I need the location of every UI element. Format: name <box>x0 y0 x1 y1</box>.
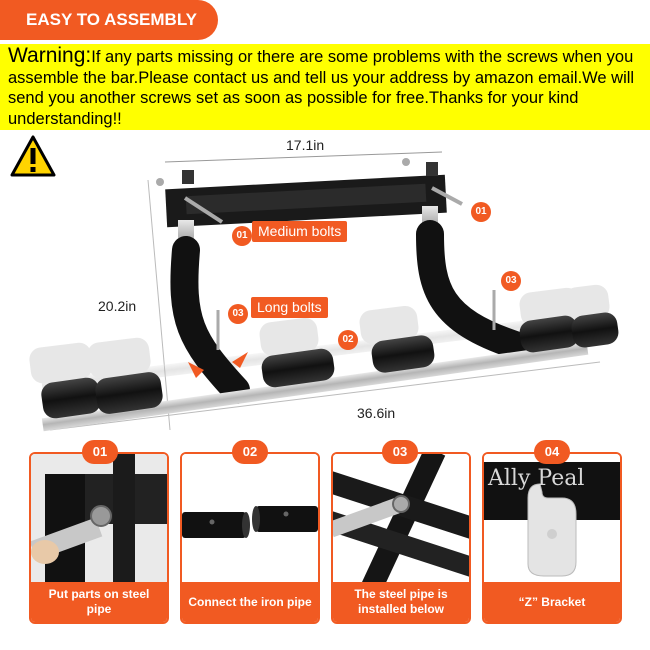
step-1-photo <box>31 454 167 582</box>
callout-medium-bolts: Medium bolts <box>252 221 348 242</box>
step-number: 03 <box>382 440 418 464</box>
step-3-photo <box>333 454 469 582</box>
step-4-photo: Ally Peal <box>484 454 620 582</box>
step-panel-4: Ally Peal “Z” Bracket <box>482 452 622 624</box>
callout-number: 03 <box>228 304 248 324</box>
step-1-caption: Put parts on steel pipe <box>31 582 167 622</box>
step-3-caption: The steel pipe is installed below <box>333 582 469 622</box>
pullup-bar-illustration <box>29 151 619 432</box>
warning-text: If any parts missing or there are some p… <box>8 48 635 128</box>
dimension-width-top: 17.1in <box>286 137 325 153</box>
callout-number: 03 <box>501 271 521 291</box>
step-panel-1: Put parts on steel pipe <box>29 452 169 624</box>
step-number: 02 <box>232 440 268 464</box>
step-number: 01 <box>82 440 118 464</box>
callout-number: 02 <box>338 330 358 350</box>
pullup-bar-diagram: 17.1in 20.2in 36.6in 01 Medium bolts 01 … <box>0 137 650 440</box>
bracket-print-text: Ally Peal <box>488 466 585 491</box>
callout-long-bolts: Long bolts <box>251 297 328 318</box>
step-panel-2: Connect the iron pipe <box>180 452 320 624</box>
callout-number: 01 <box>471 202 491 222</box>
dimension-length: 36.6in <box>357 405 396 421</box>
dimension-height: 20.2in <box>98 298 137 314</box>
step-panel-3: The steel pipe is installed below <box>331 452 471 624</box>
easy-assembly-badge: EASY TO ASSEMBLY <box>0 0 218 40</box>
warning-triangle-icon <box>10 135 56 177</box>
step-4-caption: “Z” Bracket <box>484 582 620 622</box>
step-2-photo <box>182 454 318 582</box>
warning-heading: Warning: <box>8 44 92 67</box>
step-number: 04 <box>534 440 570 464</box>
callout-number: 01 <box>232 226 252 246</box>
step-2-caption: Connect the iron pipe <box>182 582 318 622</box>
warning-box: Warning:If any parts missing or there ar… <box>0 44 650 130</box>
